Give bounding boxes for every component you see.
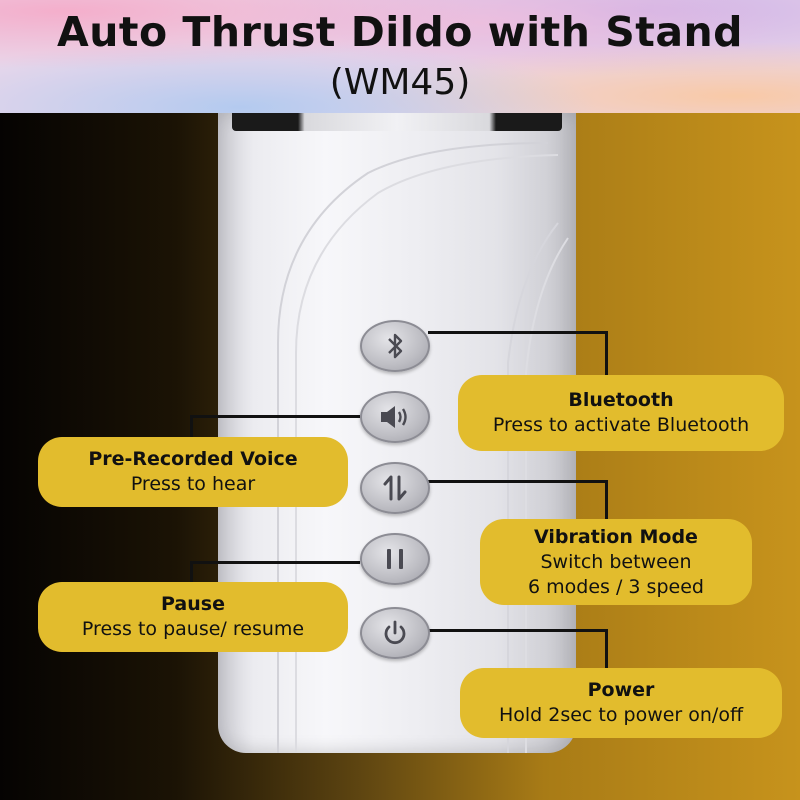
mode-button[interactable] (360, 462, 430, 514)
voice-connector (190, 415, 360, 418)
pause-callout-title: Pause (161, 593, 225, 615)
power-icon (384, 620, 406, 645)
voice-callout: Pre-Recorded Voice Press to hear (38, 437, 348, 507)
power-callout-text: Hold 2sec to power on/off (498, 704, 744, 726)
bluetooth-button[interactable] (360, 320, 430, 372)
mode-connector-v (605, 480, 608, 520)
power-connector (428, 629, 608, 632)
page-title: Auto Thrust Dildo with Stand (56, 8, 744, 56)
bluetooth-callout-title: Bluetooth (568, 389, 674, 411)
mode-callout-title: Vibration Mode (534, 525, 698, 548)
voice-button[interactable] (360, 391, 430, 443)
power-callout-title: Power (587, 679, 655, 701)
bluetooth-icon (388, 333, 403, 359)
header-banner: Auto Thrust Dildo with Stand (WM45) (0, 0, 800, 113)
pause-button[interactable] (360, 533, 430, 585)
mode-callout: Vibration Mode Switch between 6 modes / … (480, 519, 752, 605)
mode-callout-text-line1: Switch between (540, 550, 692, 573)
speaker-icon (381, 406, 407, 428)
mode-connector (428, 480, 608, 483)
device-contour-lines (277, 142, 569, 753)
bluetooth-callout: Bluetooth Press to activate Bluetooth (458, 375, 784, 451)
bluetooth-connector (428, 331, 608, 334)
power-connector-v (605, 629, 608, 669)
pause-callout: Pause Press to pause/ resume (38, 582, 348, 652)
pause-icon (387, 549, 403, 569)
model-number: (WM45) (329, 62, 471, 103)
pause-connector (190, 561, 360, 564)
bluetooth-callout-text: Press to activate Bluetooth (492, 414, 750, 436)
bluetooth-connector-v (605, 331, 608, 376)
voice-connector-v (190, 415, 193, 440)
pause-callout-text: Press to pause/ resume (81, 618, 305, 640)
mode-callout-text-line2: 6 modes / 3 speed (528, 575, 704, 598)
up-down-arrows-icon (383, 475, 407, 501)
pause-connector-v (190, 561, 193, 583)
voice-callout-title: Pre-Recorded Voice (88, 448, 298, 470)
voice-callout-text: Press to hear (130, 473, 256, 495)
power-button[interactable] (360, 607, 430, 659)
power-callout: Power Hold 2sec to power on/off (460, 668, 782, 738)
device-top-edge (232, 113, 562, 131)
